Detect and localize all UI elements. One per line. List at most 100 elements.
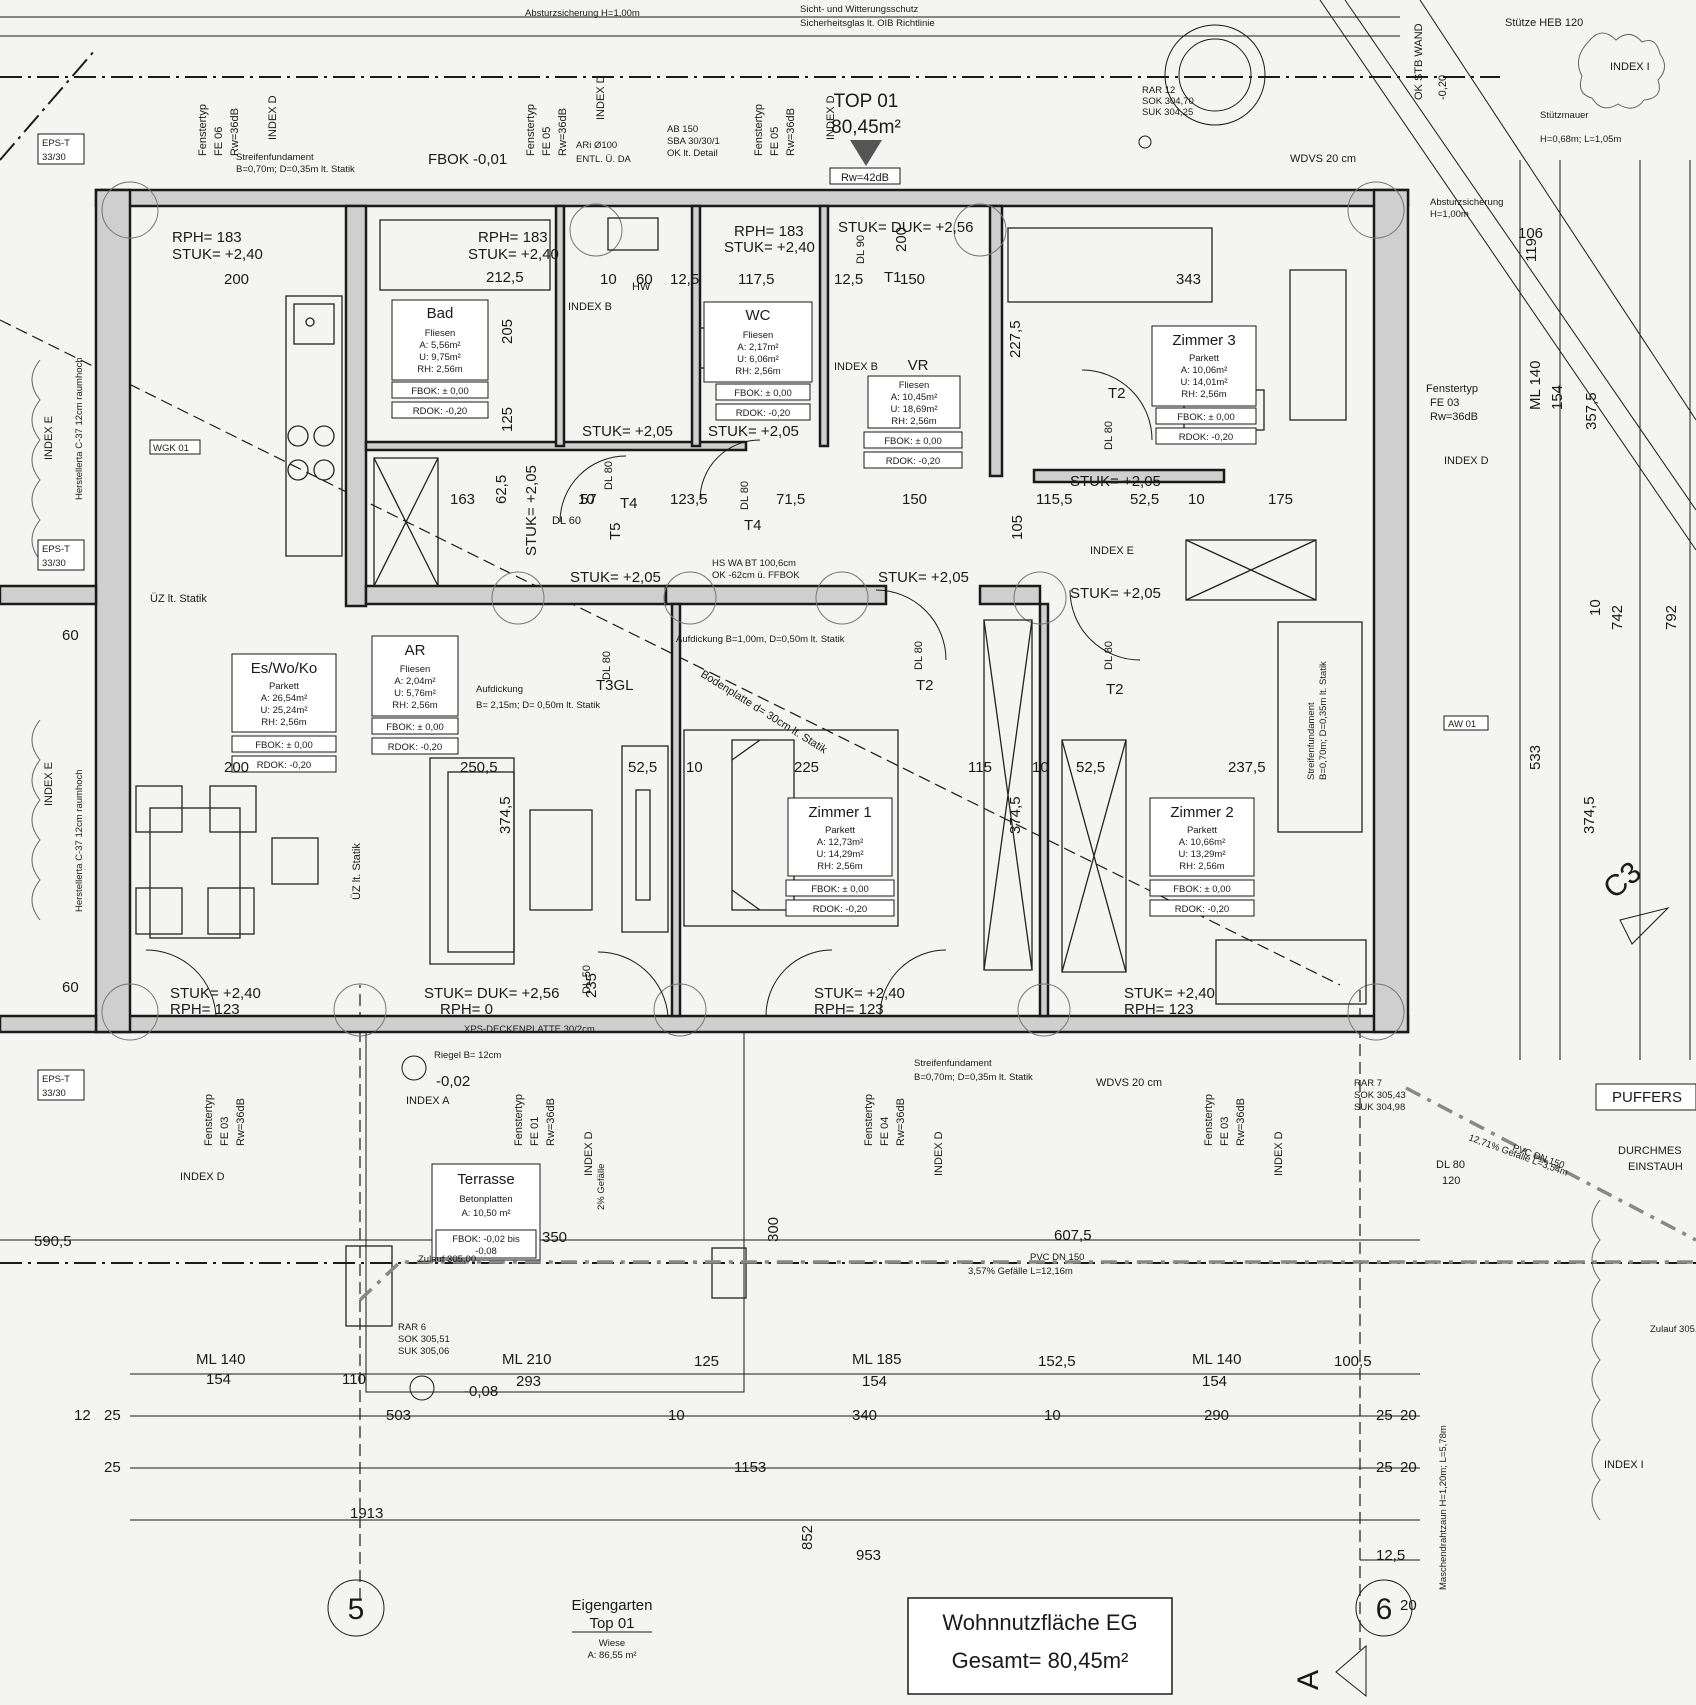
note-ari: ARi Ø100 [576,140,617,151]
drain-shaft-outer [1164,24,1266,126]
label-plan-dims-d125d: 12,5 [1376,1547,1405,1564]
label-plan-stuk205-1: STUK= +2,05 [708,423,799,440]
right-annotations: PUFFERS DURCHMES EINSTAUH Maschendrahtza… [1438,1083,1696,1590]
label-plan-garden-a: A: 86,55 m² [587,1650,636,1661]
label-plan-dims-d20b: 20 [1400,1459,1417,1476]
kitchen-counter [285,295,343,557]
label-plan-dims-d852: 852 [799,1525,816,1550]
label-plan-dims-d3745a: 374,5 [497,796,514,834]
label-plan-streifenfundament_bottom-0: Streifenfundament [914,1058,992,1069]
note-sicht: Sicht- und Witterungsschutz [800,4,919,15]
label-plan-dims-d235: 235 [583,973,600,998]
total-area-box: Wohnnutzfläche EG Gesamt= 80,45m² [907,1597,1173,1695]
zimmer2-furniture [1215,621,1367,1005]
label-plan-fbok_terrace: -0,02 [436,1073,470,1090]
label-plan-rooms-1-fbok: FBOK: ± 0,00 [734,388,792,399]
coffee-table [529,809,593,911]
label-plan-dims-d25b: 25 [1376,1407,1393,1424]
wall-ar-top [364,584,668,606]
tv-unit [621,745,669,933]
label-plan-rooms-0-name: Bad [427,305,454,322]
label-plan-rooms-3-u: U: 14,01m² [1181,377,1228,388]
label-plan-dims-d154b: 154 [862,1373,887,1390]
label-plan-ceilings-4-a: STUK= DUK= +2,56 [424,985,559,1002]
axis-markers: 5 6 C3 A [327,855,1670,1698]
label-plan-dims-d10a: 10 [600,271,617,288]
label-plan-window_types-2-fe: FE 05 [769,127,781,156]
label-plan-left_labels-eps1: EPS-T [42,138,70,149]
label-plan-dims-d25d: 25 [1376,1459,1393,1476]
label-plan-aufdickung1-1: B= 2,15m; D= 0,50m lt. Statik [476,700,600,711]
label-plan-dl-dl80r: DL 80 [1436,1159,1465,1171]
label-plan-index_labels-i1: INDEX I [1610,61,1650,73]
label-plan-dims-d119: 119 [1523,238,1540,262]
label-plan-rooms-2-fbok: FBOK: ± 0,00 [884,436,942,447]
room-ar: AR Fliesen A: 2,04m² U: 5,76m² RH: 2,56m… [371,635,459,755]
label-plan-rooms-6-rh: RH: 2,56m [817,861,862,872]
absturz-right-1: Absturzsicherung [1430,197,1503,208]
label-plan-index_labels-d6: INDEX D [583,1131,595,1176]
label-plan-left_labels-herst2: Herstellerta C-37 12cm raumhoch [74,769,85,912]
label-plan-window_types-0-type: Fenstertyp [197,104,209,156]
label-plan-window_types-5-fe: FE 04 [879,1117,891,1146]
living-furniture [429,745,669,965]
label-plan-aw01: AW 01 [1448,719,1476,730]
label-plan-window_types-0-rw: Rw=36dB [229,108,241,156]
label-plan-dims-d120: 120 [1442,1175,1460,1187]
wall-north [94,188,1410,208]
label-plan-dims-d57: 57 [580,491,597,508]
label-plan-dims-d1155: 115,5 [1036,491,1072,508]
label-plan-rooms-6-floor: Parkett [825,825,855,836]
label-plan-window_types-6-fe: FE 03 [1219,1117,1231,1146]
label-plan-dl-dl80e: DL 80 [913,641,925,670]
label-plan-rooms-2-a: A: 10,45m² [891,392,937,403]
label-plan-dims-d10e: 10 [1032,759,1049,776]
rar12-suk: SUK 304,25 [1142,107,1193,118]
label-plan-index_labels-d2: INDEX D [595,75,607,120]
wall-south [94,1014,1410,1034]
fbok-top: FBOK -0,01 [428,151,507,168]
label-plan-window_types-2-rw: Rw=36dB [785,108,797,156]
label-plan-rooms-7-u: U: 13,29m² [1179,849,1226,860]
note-absturz: Absturzsicherung H=1,00m [525,8,640,19]
label-plan-streifenfundament_right-1: B=0,70m; D=0,35m lt. Statik [1318,661,1329,780]
room-bad: Bad Fliesen A: 5,56m² U: 9,75m² RH: 2,56… [391,299,489,419]
label-plan-ceilings-6-a: STUK= +2,40 [1124,985,1215,1002]
ab150-sba: SBA 30/30/1 [667,136,720,147]
label-plan-rooms-1-rh: RH: 2,56m [735,366,780,377]
label-plan-rooms-3-rh: RH: 2,56m [1181,389,1226,400]
window-labels: Fenstertyp FE 06 Rw=36dB Fenstertyp FE 0… [197,104,1478,1146]
label-plan-dims-d1235: 123,5 [670,491,708,508]
label-plan-dims-d10f: 10 [668,1407,685,1424]
label-plan-left_labels-eps3: EPS-T [42,1074,70,1085]
label-plan-left_labels-eps2b: 33/30 [42,558,66,569]
label-plan-dims-d25c: 25 [104,1459,121,1476]
label-plan-dims-d742: 742 [1609,605,1626,630]
streifen-top-2: B=0,70m; D=0,35m lt. Statik [236,164,355,175]
label-plan-dims-d3575: 357,5 [1583,392,1600,430]
label-plan-pipes-zulauf2: Zulauf 305,00 [1650,1324,1696,1335]
label-plan-dims-d150a: 150 [900,271,925,288]
room-wc: WC Fliesen A: 2,17m² U: 6,06m² RH: 2,56m… [703,301,813,421]
room-es-wo-ko: Es/Wo/Ko Parkett A: 26,54m² U: 25,24m² R… [231,653,337,773]
label-plan-window_types-3-rw: Rw=36dB [235,1098,247,1146]
label-plan-rar6-0: RAR 6 [398,1322,426,1333]
label-plan-rooms-5-rdok: RDOK: -0,20 [257,760,311,771]
label-plan-index_labels-i2: INDEX I [1604,1459,1644,1471]
label-plan-dl-dl50: DL 50 [581,965,593,994]
label-plan-pipes-pvc2b: 12,71% Gefälle L=3,54m [1467,1132,1569,1178]
label-plan-pipes-gefaelle: 2% Gefälle [596,1164,607,1210]
wall-bad-wc [554,204,566,448]
label-plan-dims-d12: 12 [74,1407,91,1424]
basin-icon [607,217,659,251]
label-plan-dims-d1913: 1913 [350,1505,383,1522]
label-plan-terrace-fbok: FBOK: -0,02 bis [452,1234,520,1245]
bed-zimmer1 [683,729,899,927]
label-plan-window_types-6-rw: Rw=36dB [1235,1098,1247,1146]
label-plan-stuk205-5: STUK= +2,05 [1070,585,1161,602]
room-vr: VR Fliesen A: 10,45m² U: 18,69m² RH: 2,5… [863,357,963,469]
label-plan-rooms-3-a: A: 10,06m² [1181,365,1227,376]
label-plan-rooms-4-fbok: FBOK: ± 0,00 [386,722,444,733]
room-labels: Bad Fliesen A: 5,56m² U: 9,75m² RH: 2,56… [231,299,1257,917]
label-plan-rar6-1: SOK 305,51 [398,1334,450,1345]
